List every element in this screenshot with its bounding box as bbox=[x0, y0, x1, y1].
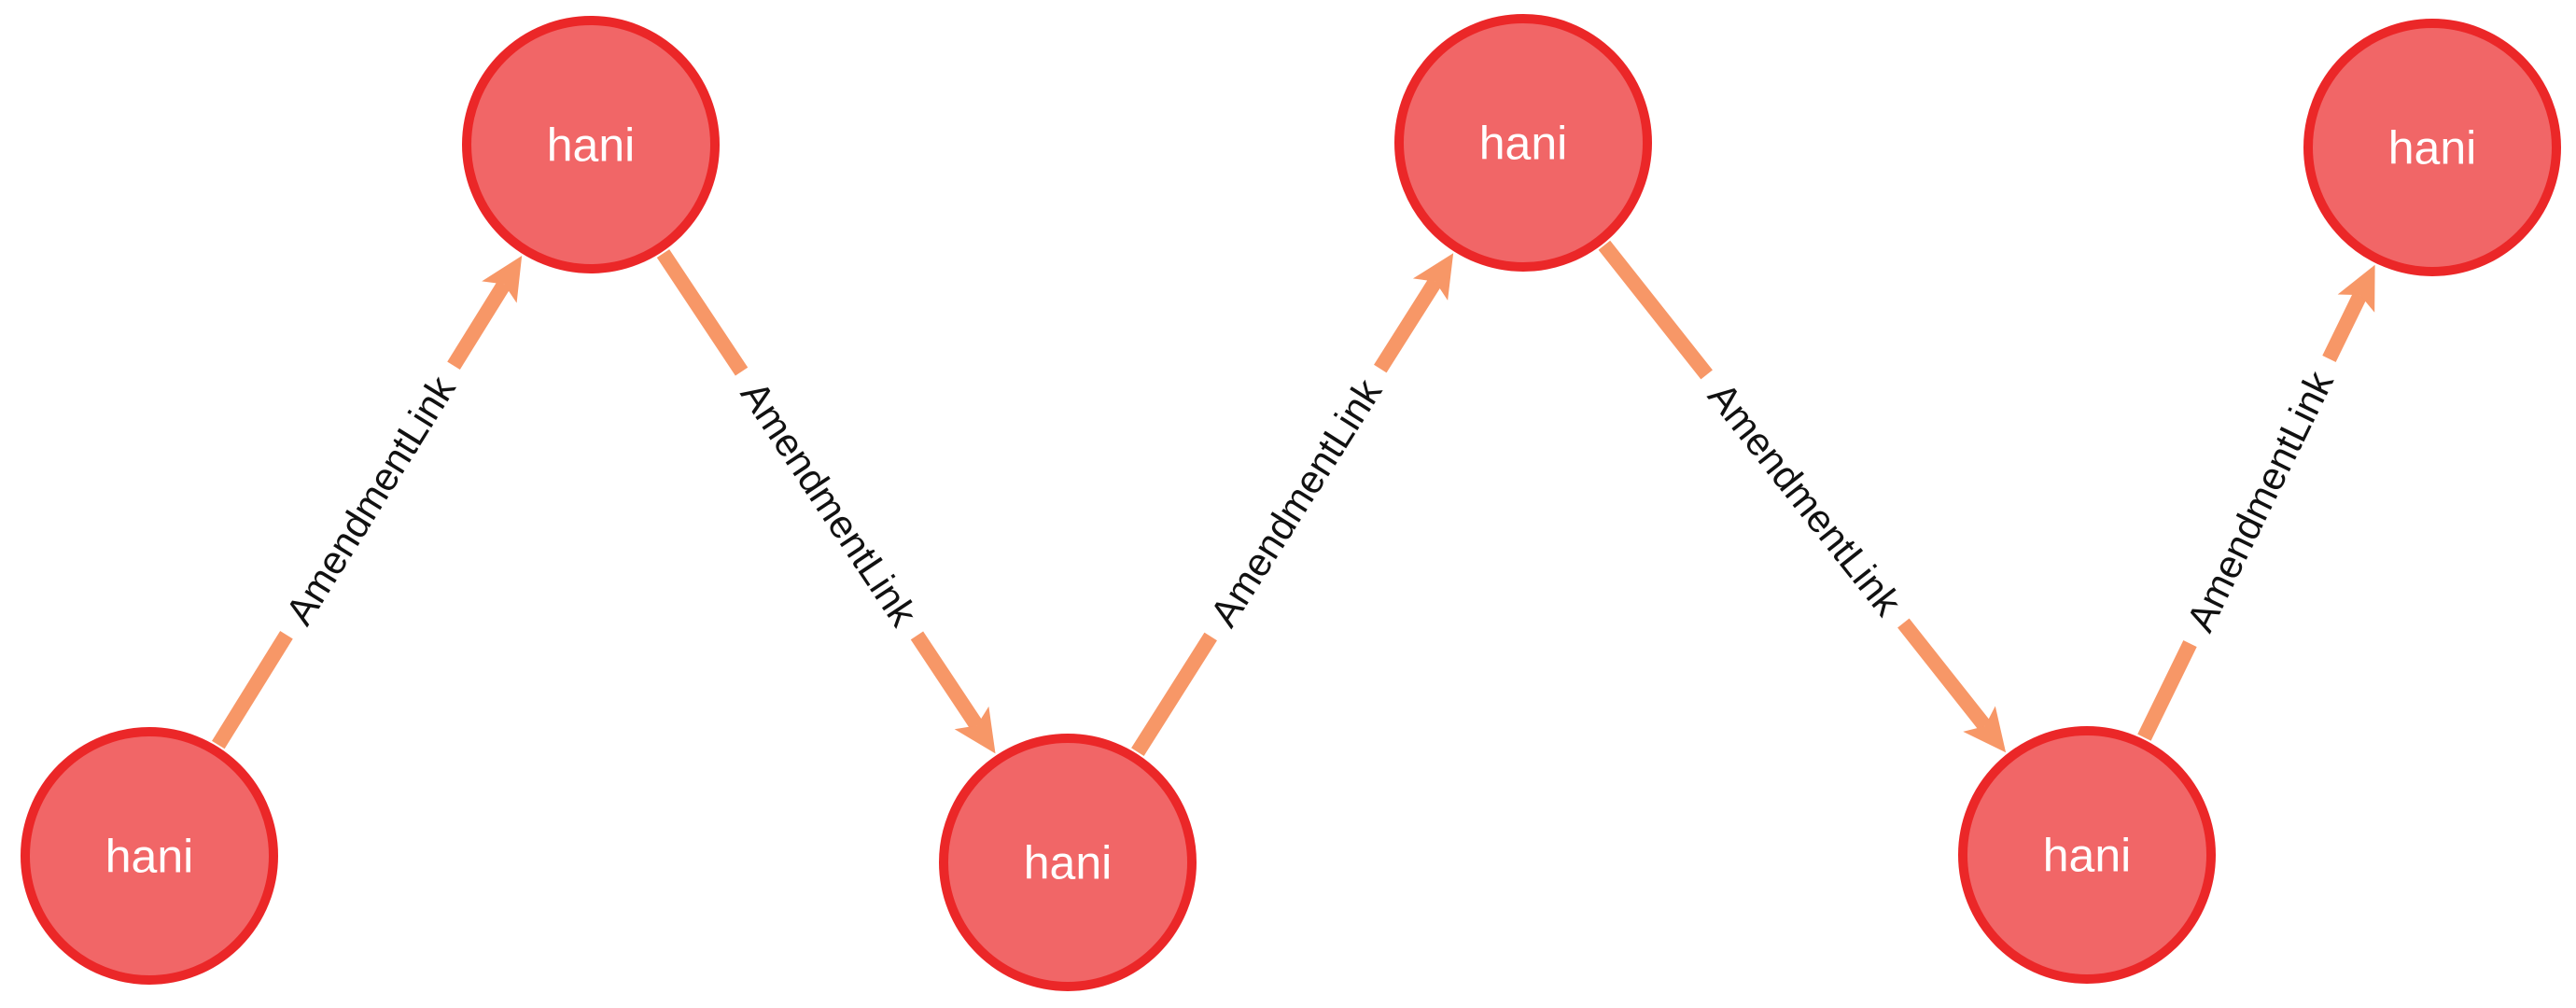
graph-node-circle[interactable] bbox=[1394, 14, 1652, 272]
relationship-arrowhead-icon bbox=[1963, 706, 2007, 753]
relationship-label[interactable]: AmendmentLink bbox=[733, 373, 927, 635]
graph-node: hani bbox=[939, 734, 1197, 991]
graph-node: hani bbox=[1394, 14, 1652, 272]
relationship-arrowhead-icon bbox=[2337, 264, 2375, 313]
graph-node: hani bbox=[1958, 726, 2216, 984]
relationship: AmendmentLink bbox=[1131, 253, 1454, 756]
graph-node-circle[interactable] bbox=[462, 16, 720, 273]
relationship-label-backdrop bbox=[1190, 356, 1401, 650]
relationship-label[interactable]: AmendmentLink bbox=[1201, 371, 1391, 634]
graph-node-circle[interactable] bbox=[939, 734, 1197, 991]
relationship-label[interactable]: AmendmentLink bbox=[1700, 374, 1911, 624]
relationship-label-backdrop bbox=[721, 357, 938, 650]
graph-node-circle[interactable] bbox=[2303, 19, 2561, 276]
relationship-label-backdrop bbox=[2168, 348, 2351, 654]
relationship-arrowhead-icon bbox=[482, 255, 523, 303]
relationship-label-group: AmendmentLink bbox=[265, 353, 475, 648]
relationship: AmendmentLink bbox=[656, 249, 996, 754]
graph-node: hani bbox=[21, 727, 278, 985]
relationship-label-backdrop bbox=[1687, 359, 1923, 638]
relationship-label-group: AmendmentLink bbox=[1687, 359, 1923, 638]
relationship-label[interactable]: AmendmentLink bbox=[277, 368, 465, 632]
relationship: AmendmentLink bbox=[212, 255, 523, 749]
relationship: AmendmentLink bbox=[2137, 264, 2375, 741]
relationship-arrowhead-icon bbox=[954, 706, 996, 754]
graph-node-circle[interactable] bbox=[1958, 726, 2216, 984]
graph-node-circle[interactable] bbox=[21, 727, 278, 985]
relationship-label-backdrop bbox=[265, 353, 475, 648]
relationship-arrowhead-icon bbox=[1412, 253, 1454, 301]
graph-node: hani bbox=[462, 16, 720, 273]
relationship-label-group: AmendmentLink bbox=[721, 357, 938, 650]
relationship-label[interactable]: AmendmentLink bbox=[2177, 364, 2342, 638]
relationship-label-group: AmendmentLink bbox=[1190, 356, 1401, 650]
relationship-label-group: AmendmentLink bbox=[2168, 348, 2351, 654]
graph-node: hani bbox=[2303, 19, 2561, 276]
relationship: AmendmentLink bbox=[1598, 240, 2007, 753]
